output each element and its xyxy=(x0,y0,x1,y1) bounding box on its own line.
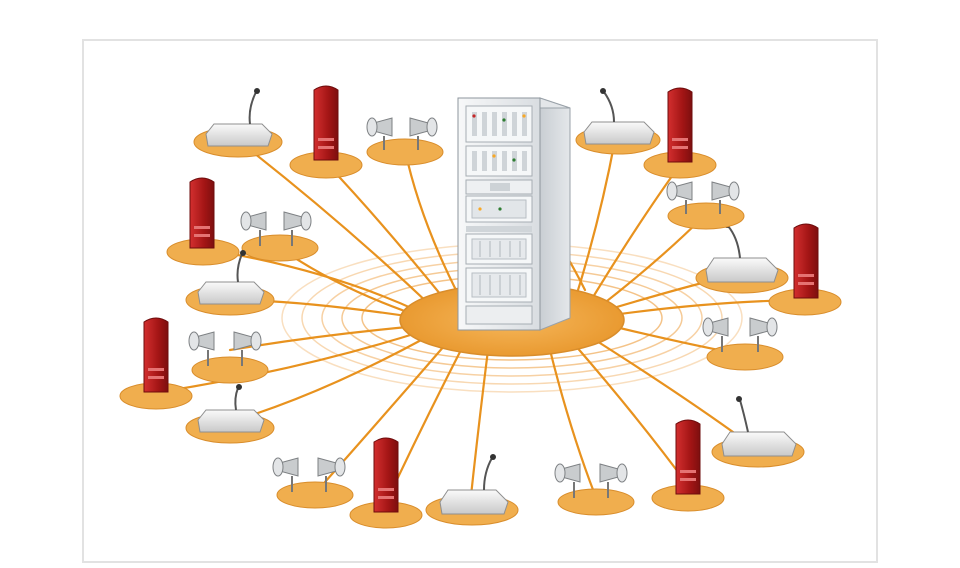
frame-border xyxy=(82,39,878,563)
rack-module xyxy=(465,105,533,143)
horn-speaker-icon xyxy=(711,181,740,214)
node-platform xyxy=(366,138,444,166)
cable xyxy=(588,163,682,304)
rack-module xyxy=(465,267,533,303)
microphone-console-node xyxy=(185,250,275,316)
horn-speakers-node xyxy=(666,181,745,230)
rack-module xyxy=(465,179,533,195)
horn-speaker-icon xyxy=(554,463,581,498)
microphone-console-icon xyxy=(583,88,655,145)
cable xyxy=(326,163,447,302)
microphone-console-icon xyxy=(721,396,797,457)
cable xyxy=(573,138,617,302)
horn-speakers-node xyxy=(366,117,444,166)
node-platform xyxy=(667,202,745,230)
horn-speakers-node xyxy=(554,463,635,516)
microphone-console-node xyxy=(193,88,283,158)
cable xyxy=(238,140,432,307)
node-platform xyxy=(557,488,635,516)
node-platform xyxy=(241,234,319,262)
rack-module xyxy=(465,233,533,265)
horn-speaker-icon xyxy=(366,117,393,150)
horn-speakers-node xyxy=(272,457,354,509)
horn-speakers-node xyxy=(702,317,784,371)
column-speaker-node xyxy=(768,223,842,316)
column-speaker-icon xyxy=(143,317,169,393)
horn-speaker-icon xyxy=(272,457,299,492)
microphone-console-node xyxy=(425,454,519,526)
node-platform xyxy=(191,356,269,384)
column-speaker-icon xyxy=(189,177,215,249)
horn-speakers-node xyxy=(240,211,319,262)
horn-speaker-icon xyxy=(749,317,778,352)
cable xyxy=(573,343,692,490)
column-speaker-icon xyxy=(313,85,339,161)
microphone-console-node xyxy=(575,88,661,155)
horn-speaker-icon xyxy=(666,181,693,214)
microphone-console-node xyxy=(711,396,805,468)
microphone-console-icon xyxy=(205,88,273,147)
horn-speaker-icon xyxy=(599,463,628,498)
cable xyxy=(403,148,462,300)
node-platform xyxy=(706,343,784,371)
cable xyxy=(228,336,427,424)
rack-divider xyxy=(466,226,532,232)
microphone-console-icon xyxy=(705,222,779,283)
node-platform xyxy=(276,481,354,509)
horn-speakers-node xyxy=(188,331,269,384)
rack-module xyxy=(465,195,533,223)
column-speaker-node xyxy=(651,419,725,512)
microphone-console-icon xyxy=(439,454,509,515)
horn-speaker-icon xyxy=(283,211,312,246)
cable xyxy=(548,348,597,497)
column-speaker-icon xyxy=(667,87,693,163)
microphone-console-icon xyxy=(197,250,265,305)
column-speaker-icon xyxy=(373,437,399,513)
microphone-console-node xyxy=(185,384,275,444)
column-speaker-node xyxy=(349,437,423,529)
cable xyxy=(158,330,422,394)
microphone-console-node xyxy=(695,222,789,294)
column-speaker-node xyxy=(289,85,363,179)
horn-speaker-icon xyxy=(409,117,438,150)
rack-module xyxy=(465,305,533,325)
column-speaker-node xyxy=(166,177,240,266)
horn-speaker-icon xyxy=(188,331,215,366)
column-speaker-node xyxy=(119,317,193,410)
column-speaker-icon xyxy=(793,223,819,299)
rack-module xyxy=(465,145,533,177)
column-speaker-icon xyxy=(675,419,701,495)
cable xyxy=(468,348,490,507)
microphone-console-icon xyxy=(197,384,265,433)
horn-speaker-icon xyxy=(240,211,267,246)
horn-speaker-icon xyxy=(233,331,262,366)
horn-speaker-icon xyxy=(317,457,346,492)
horn-speaker-icon xyxy=(702,317,729,352)
column-speaker-node xyxy=(643,87,717,179)
equipment-rack xyxy=(457,97,571,331)
